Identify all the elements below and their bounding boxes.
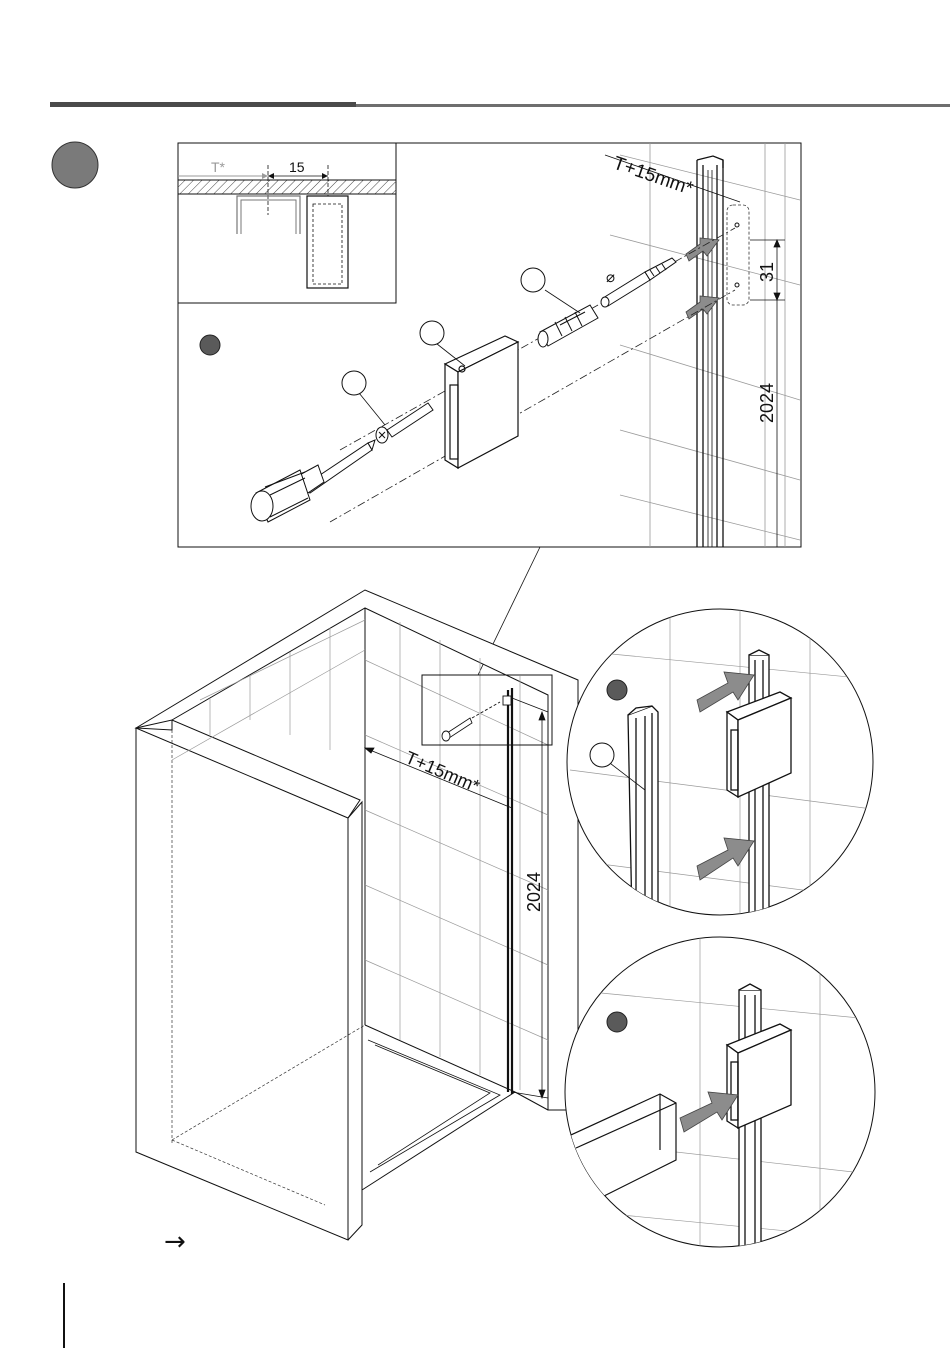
callout-circle — [420, 321, 444, 345]
wall-profile-detail — [697, 156, 723, 547]
next-page-arrow: → — [164, 1227, 186, 1257]
inset-gap-label: 15 — [289, 159, 305, 175]
top-offset-label: T+15mm* — [610, 153, 696, 200]
inset-t-label: T* — [211, 159, 226, 175]
sub-step-badge — [200, 335, 220, 355]
screwdriver-icon — [251, 440, 375, 522]
header-rule — [50, 102, 950, 107]
top-height-label: 2024 — [757, 383, 777, 423]
detail-circle-2 — [565, 937, 875, 1247]
screw-icon — [376, 403, 433, 443]
sub-step-badge — [607, 680, 627, 700]
drill-diameter-symbol: ⌀ — [606, 269, 615, 286]
wall-bracket-icon — [445, 336, 518, 468]
callout-circle — [342, 371, 366, 395]
detail-circle-1 — [567, 609, 873, 915]
callout-circle — [521, 268, 545, 292]
wall-profile-main — [508, 688, 512, 1094]
top-offset-dimension: T+15mm* — [605, 153, 740, 202]
dim-31-label: 31 — [757, 262, 777, 282]
drill-hole-outline — [727, 205, 749, 305]
sub-step-badge — [607, 1012, 627, 1032]
main-offset-label: T+15mm* — [402, 747, 482, 796]
step-badge — [52, 142, 98, 188]
mini-assembly-icon — [442, 696, 511, 741]
wall-plug-icon — [538, 305, 598, 347]
main-height-label: 2024 — [524, 872, 544, 912]
callout-circle — [590, 743, 614, 767]
